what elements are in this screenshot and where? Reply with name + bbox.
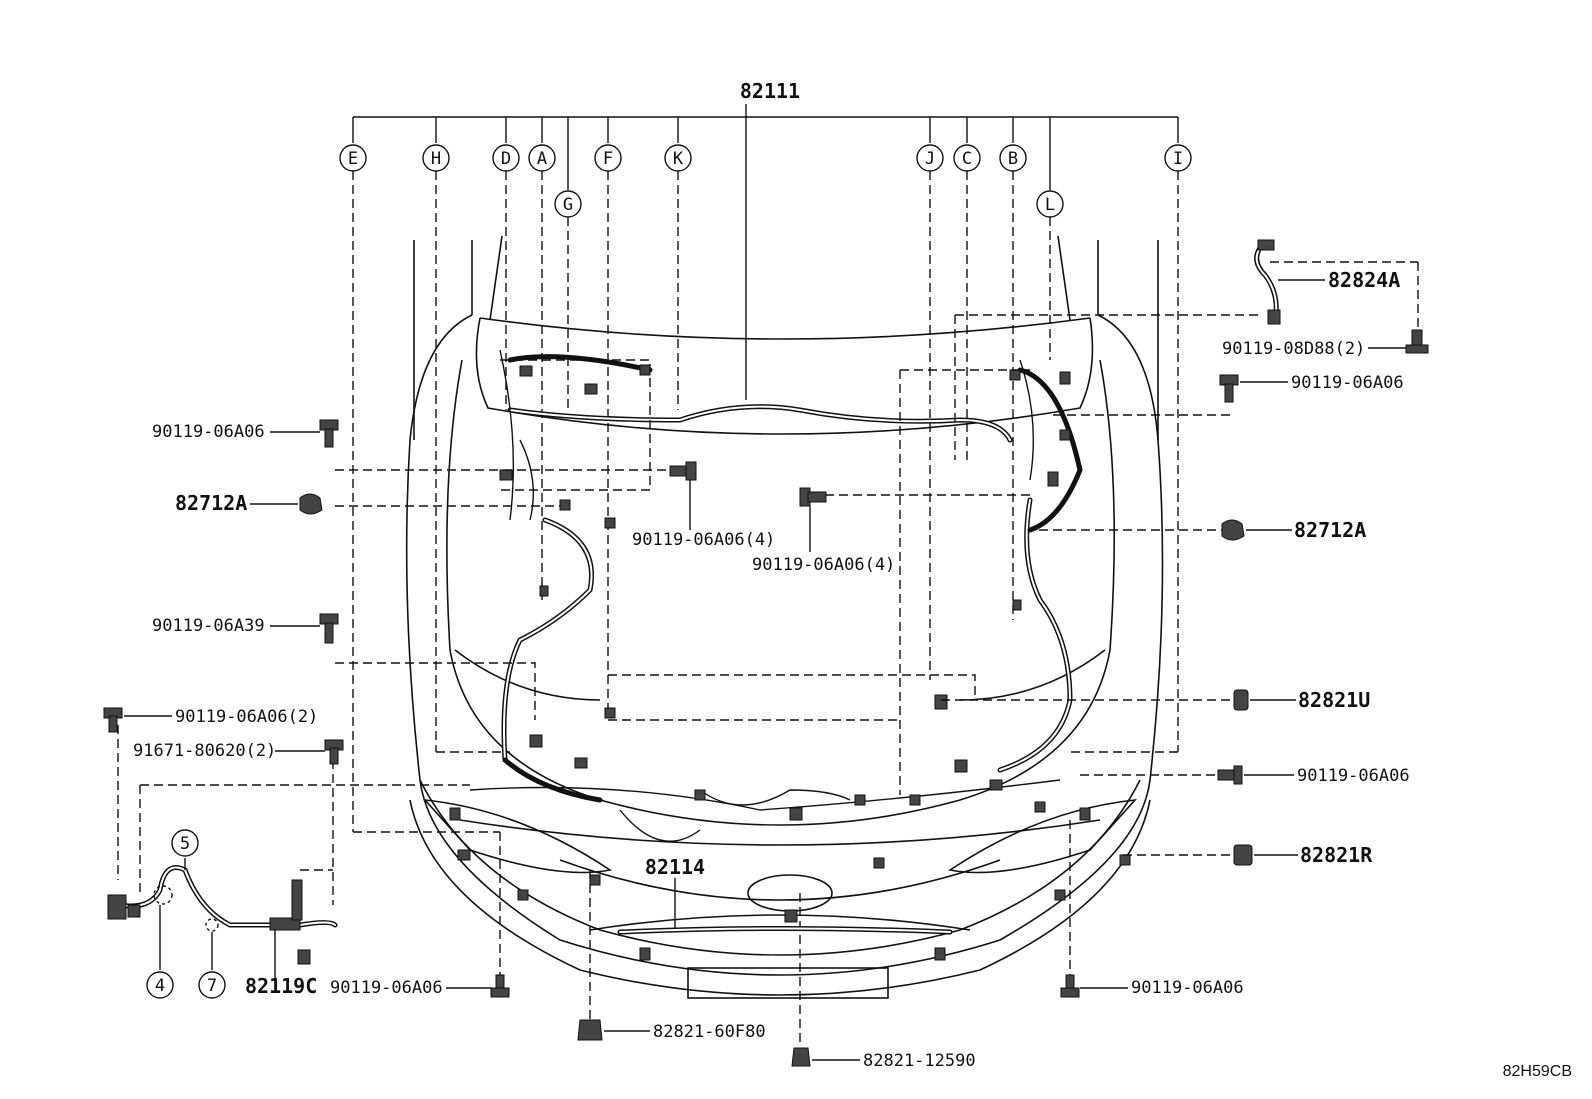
- label-82824A: 82824A: [1328, 268, 1400, 292]
- bolt-icon: [1405, 329, 1429, 354]
- svg-text:5: 5: [180, 834, 190, 854]
- bolt-icon: [319, 419, 339, 448]
- bolt-icon: [799, 487, 827, 507]
- label-90119-06A06-bottom-left: 90119-06A06: [330, 978, 443, 998]
- callout-7: 7: [198, 971, 226, 999]
- bolt-icon: [319, 613, 339, 644]
- label-82821-12590: 82821-12590: [863, 1051, 976, 1071]
- label-82119C: 82119C: [245, 974, 317, 998]
- callout-G: G: [554, 190, 582, 218]
- label-90119-06A06-top-right: 90119-06A06: [1291, 373, 1404, 393]
- svg-text:I: I: [1173, 149, 1183, 169]
- label-82712A-right: 82712A: [1294, 518, 1366, 542]
- callout-4: 4: [146, 971, 174, 999]
- label-82821-60F80: 82821-60F80: [653, 1022, 766, 1042]
- label-90119-06A06-2: 90119-06A06(2): [175, 707, 318, 727]
- bolt-icon: [1060, 974, 1080, 998]
- callout-J: J: [916, 144, 944, 172]
- svg-text:K: K: [673, 149, 684, 169]
- label-82114: 82114: [645, 855, 705, 879]
- connector-icon: [1233, 844, 1253, 866]
- sub-harness-82119C: [107, 858, 338, 978]
- svg-text:G: G: [563, 195, 573, 215]
- connector-icon: [577, 1019, 603, 1041]
- main-part-bracket: 82111: [352, 79, 1179, 400]
- internal-leaders: [117, 261, 1419, 1045]
- clip-icon: [299, 493, 323, 515]
- svg-text:L: L: [1045, 195, 1055, 215]
- callout-A: A: [528, 144, 556, 172]
- label-82712A-left: 82712A: [175, 491, 247, 515]
- engine-room-harness: [469, 349, 1083, 842]
- callout-5: 5: [171, 829, 199, 857]
- clip-icon: [1221, 519, 1245, 541]
- bolt-icon: [490, 974, 510, 998]
- label-90119-06A06-top-left: 90119-06A06: [152, 422, 265, 442]
- svg-text:7: 7: [207, 976, 217, 996]
- bolt-icon: [1217, 765, 1243, 785]
- label-82821U: 82821U: [1298, 688, 1370, 712]
- callout-D: D: [492, 144, 520, 172]
- bolt-icon: [103, 707, 123, 733]
- callout-E: E: [339, 144, 367, 172]
- part-82824A-bracket: 82824A: [1254, 239, 1400, 325]
- svg-text:E: E: [348, 149, 358, 169]
- svg-text:B: B: [1008, 149, 1018, 169]
- svg-text:4: 4: [155, 976, 165, 996]
- label-90119-06A06-mid-right: 90119-06A06: [1297, 766, 1410, 786]
- svg-text:D: D: [501, 149, 511, 169]
- label-90119-06A06-4-b: 90119-06A06(4): [752, 555, 895, 575]
- svg-text:J: J: [925, 149, 935, 169]
- connector-icon: [791, 1047, 811, 1067]
- svg-text:C: C: [962, 149, 972, 169]
- callout-B: B: [999, 144, 1027, 172]
- connector-icon: [1233, 689, 1249, 711]
- svg-text:H: H: [431, 149, 441, 169]
- main-part-label: 82111: [740, 79, 800, 103]
- bolt-icon: [669, 461, 697, 481]
- harness-connectors: [449, 364, 1131, 961]
- label-90119-06A06-4-a: 90119-06A06(4): [632, 530, 775, 550]
- callout-leaders: [352, 171, 1179, 833]
- bolt-icon: [324, 739, 344, 765]
- svg-text:F: F: [603, 149, 613, 169]
- callout-H: H: [422, 144, 450, 172]
- callout-K: K: [664, 144, 692, 172]
- label-90119-08D88-2: 90119-08D88(2): [1222, 339, 1365, 359]
- label-82821R: 82821R: [1300, 843, 1373, 867]
- bolt-icon: [1219, 374, 1239, 403]
- label-91671-80620-2: 91671-80620(2): [133, 741, 276, 761]
- diagram-reference-code: 82H59CB: [1503, 1063, 1572, 1080]
- callout-I: I: [1164, 144, 1192, 172]
- svg-text:A: A: [537, 149, 547, 169]
- label-90119-06A06-bottom-right: 90119-06A06: [1131, 978, 1244, 998]
- callout-F: F: [594, 144, 622, 172]
- callout-L: L: [1036, 190, 1064, 218]
- label-90119-06A39: 90119-06A39: [152, 616, 265, 636]
- callout-C: C: [953, 144, 981, 172]
